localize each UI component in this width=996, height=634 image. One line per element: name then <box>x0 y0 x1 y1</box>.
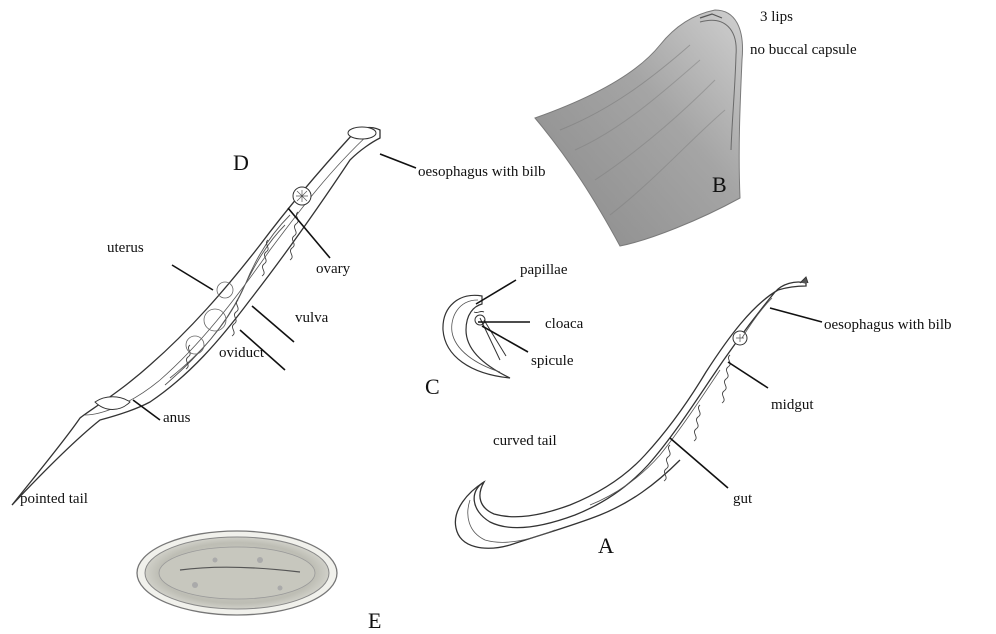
label-vulva: vulva <box>295 311 328 326</box>
label-pointed-tail: pointed tail <box>20 492 88 507</box>
panel-label-c: C <box>425 376 440 398</box>
label-cloaca: cloaca <box>545 317 583 332</box>
label-oviduct: oviduct <box>219 346 264 361</box>
label-papillae: papillae <box>520 263 567 278</box>
label-no-buccal-capsule: no buccal capsule <box>750 43 857 58</box>
label-spicule: spicule <box>531 354 574 369</box>
panel-label-b: B <box>712 174 727 196</box>
label-gut: gut <box>733 492 752 507</box>
label-midgut: midgut <box>771 398 814 413</box>
panel-label-a: A <box>598 535 614 557</box>
label-anus: anus <box>163 411 191 426</box>
panel-label-d: D <box>233 152 249 174</box>
egg-e <box>137 531 337 615</box>
label-3-lips: 3 lips <box>760 10 793 25</box>
label-a-oesophagus: oesophagus with bilb <box>824 318 952 333</box>
label-uterus: uterus <box>107 241 144 256</box>
label-curved-tail: curved tail <box>493 434 557 449</box>
male-worm-a <box>455 277 808 548</box>
label-d-oesophagus: oesophagus with bilb <box>418 165 546 180</box>
label-ovary: ovary <box>316 262 350 277</box>
head-photo-b <box>535 10 743 246</box>
